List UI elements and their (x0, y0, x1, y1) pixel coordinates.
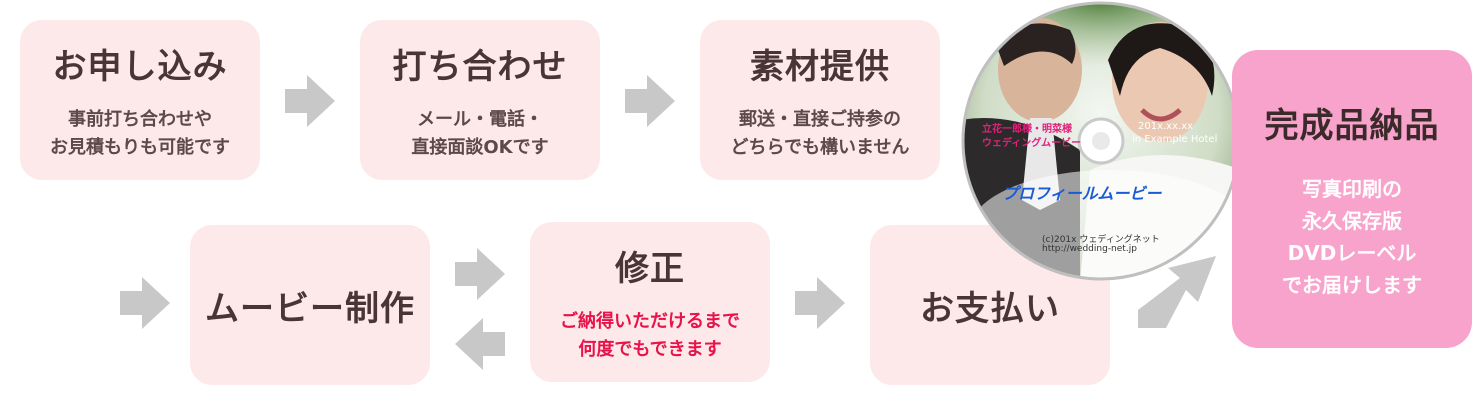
step-title: お支払い (920, 281, 1060, 330)
step-apply: お申し込み 事前打ち合わせや お見積もりも可能です (20, 20, 260, 180)
step-desc: ご納得いただけるまで 何度でもできます (560, 308, 740, 364)
step-desc: 郵送・直接ご持参の どちらでも構いません (731, 106, 910, 162)
step-production: ムービー制作 (190, 225, 430, 385)
step-title: ムービー制作 (205, 281, 415, 330)
step-meeting: 打ち合わせ メール・電話・ 直接面談OKです (360, 20, 600, 180)
dvd-subtitle: ウェディングムービー (982, 134, 1081, 149)
arrow-right-icon (795, 277, 845, 329)
step-title: 打ち合わせ (393, 39, 568, 88)
step-title: 修正 (615, 241, 685, 290)
dvd-label: プロフィールムービー (1002, 180, 1161, 204)
step-title: お申し込み (53, 39, 228, 88)
step-desc: 写真印刷の 永久保存版 DVDレーベル でお届けします (1282, 173, 1422, 301)
arrow-right-icon (285, 75, 335, 127)
step-material: 素材提供 郵送・直接ご持参の どちらでも構いません (700, 20, 940, 180)
dvd-venue: in Example Hotel (1132, 134, 1217, 145)
step-title: 素材提供 (750, 39, 890, 88)
dvd-url: http://wedding-net.jp (1042, 244, 1137, 254)
arrow-left-icon (455, 318, 505, 370)
step-title: 完成品納品 (1265, 98, 1440, 147)
dvd-names: 立花一郎様・明菜様 (982, 120, 1072, 135)
dvd-date: 201x.xx.xx (1138, 121, 1193, 132)
arrow-right-icon (625, 75, 675, 127)
arrow-right-icon (120, 277, 170, 329)
step-delivery: 完成品納品 写真印刷の 永久保存版 DVDレーベル でお届けします (1232, 50, 1472, 348)
arrow-right-icon (455, 248, 505, 300)
step-desc: 事前打ち合わせや お見積もりも可能です (50, 106, 230, 162)
step-revision: 修正 ご納得いただけるまで 何度でもできます (530, 222, 770, 382)
dvd-label-image: 立花一郎様・明菜様 ウェディングムービー 201x.xx.xx in Examp… (960, 0, 1242, 282)
step-desc: メール・電話・ 直接面談OKです (411, 106, 548, 162)
